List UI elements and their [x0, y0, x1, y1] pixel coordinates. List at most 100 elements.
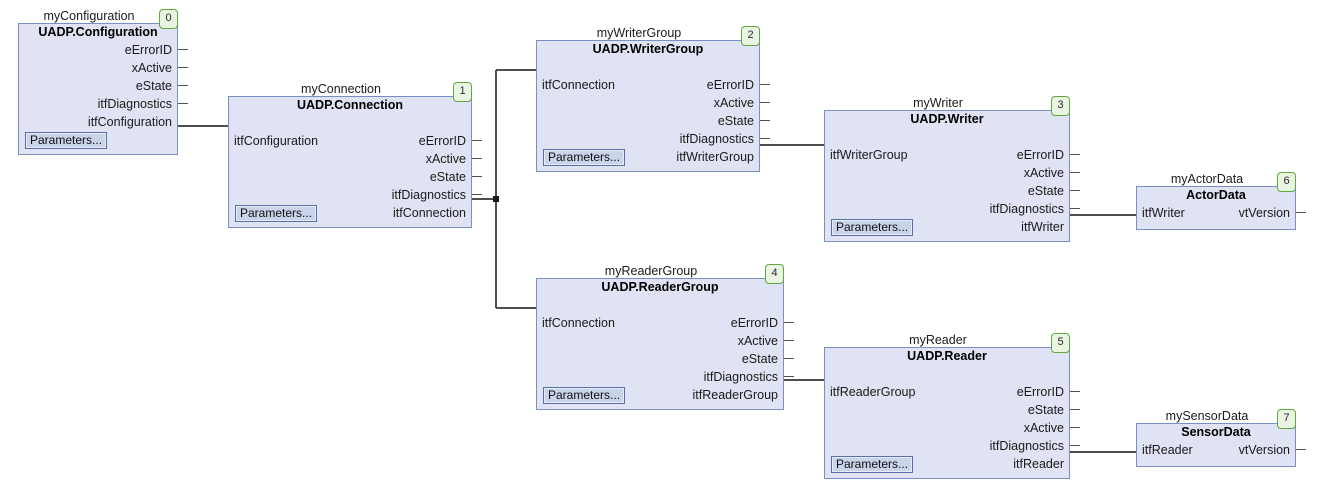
block-instance-name: mySensorData [1165, 409, 1249, 423]
pin-out-eState[interactable]: eState [429, 170, 466, 184]
pin-out-vtVersion[interactable]: vtVersion [1238, 206, 1290, 220]
pin-stub [1070, 409, 1080, 410]
pin-out-eState[interactable]: eState [1027, 403, 1064, 417]
block-body[interactable]: UADP.Connection itfConfiguration eErrorI… [228, 96, 472, 228]
pin-in-itfConnection[interactable]: itfConnection [542, 316, 615, 330]
pin-stub [1070, 445, 1080, 446]
block-body[interactable]: SensorData itfReader vtVersion [1136, 423, 1296, 467]
pin-stub [760, 138, 770, 139]
pin-out-eState[interactable]: eState [717, 114, 754, 128]
parameters-button[interactable]: Parameters... [543, 149, 626, 166]
function-block-actordata[interactable]: myActorData 6 ActorData itfWriter vtVers… [1136, 172, 1306, 230]
block-instance-name: myActorData [1170, 172, 1244, 186]
block-number-badge: 2 [741, 26, 760, 46]
pin-stub [784, 358, 794, 359]
pin-out-eErrorID[interactable]: eErrorID [1016, 148, 1064, 162]
pin-stub [178, 103, 188, 104]
pin-out-eState[interactable]: eState [135, 79, 172, 93]
function-block-sensordata[interactable]: mySensorData 7 SensorData itfReader vtVe… [1136, 409, 1306, 467]
pin-stub [1070, 391, 1080, 392]
pin-stub [178, 85, 188, 86]
pin-in-itfReader[interactable]: itfReader [1142, 443, 1193, 457]
block-type-name: UADP.WriterGroup [592, 42, 704, 56]
pin-stub [784, 322, 794, 323]
block-instance-name: myReaderGroup [604, 264, 698, 278]
block-type-name: UADP.Writer [910, 112, 984, 126]
pin-stub [1070, 427, 1080, 428]
pin-out-xActive[interactable]: xActive [1023, 166, 1064, 180]
parameters-button[interactable]: Parameters... [831, 456, 914, 473]
pin-stub [760, 120, 770, 121]
pin-stub [760, 102, 770, 103]
block-body[interactable]: UADP.WriterGroup itfConnection eErrorID … [536, 40, 760, 172]
pin-stub [472, 140, 482, 141]
block-number-badge: 7 [1277, 409, 1296, 429]
pin-stub [1070, 190, 1080, 191]
wire-junction-dot [493, 196, 499, 202]
block-type-name: UADP.Connection [296, 98, 404, 112]
block-type-name: UADP.ReaderGroup [601, 280, 719, 294]
pin-out-eState[interactable]: eState [741, 352, 778, 366]
block-body[interactable]: UADP.ReaderGroup itfConnection eErrorID … [536, 278, 784, 410]
block-instance-name: myReader [909, 333, 967, 347]
pin-stub [178, 49, 188, 50]
block-number-badge: 6 [1277, 172, 1296, 192]
function-block-readergroup[interactable]: myReaderGroup 4 UADP.ReaderGroup itfConn… [536, 264, 794, 410]
pin-out-itfDiagnostics[interactable]: itfDiagnostics [703, 370, 778, 384]
pin-out-itfWriter[interactable]: itfWriter [1021, 220, 1064, 234]
pin-in-itfWriterGroup[interactable]: itfWriterGroup [830, 148, 908, 162]
pin-out-itfReader[interactable]: itfReader [1013, 457, 1064, 471]
pin-out-xActive[interactable]: xActive [1023, 421, 1064, 435]
pin-out-itfDiagnostics[interactable]: itfDiagnostics [391, 188, 466, 202]
pin-out-itfConfiguration[interactable]: itfConfiguration [87, 115, 172, 129]
pin-out-eErrorID[interactable]: eErrorID [124, 43, 172, 57]
pin-out-xActive[interactable]: xActive [713, 96, 754, 110]
block-body[interactable]: UADP.Reader itfReaderGroup eErrorID eSta… [824, 347, 1070, 479]
block-number-badge: 5 [1051, 333, 1070, 353]
pin-out-eErrorID[interactable]: eErrorID [418, 134, 466, 148]
block-body[interactable]: ActorData itfWriter vtVersion [1136, 186, 1296, 230]
pin-out-itfDiagnostics[interactable]: itfDiagnostics [679, 132, 754, 146]
block-type-name: UADP.Configuration [38, 25, 158, 39]
parameters-button[interactable]: Parameters... [235, 205, 318, 222]
pin-stub [1296, 212, 1306, 213]
parameters-button[interactable]: Parameters... [831, 219, 914, 236]
pin-out-xActive[interactable]: xActive [131, 61, 172, 75]
block-body[interactable]: UADP.Configuration eErrorID xActive eSta… [18, 23, 178, 155]
pin-in-itfWriter[interactable]: itfWriter [1142, 206, 1185, 220]
pin-stub [472, 176, 482, 177]
pin-out-xActive[interactable]: xActive [737, 334, 778, 348]
pin-out-itfDiagnostics[interactable]: itfDiagnostics [989, 202, 1064, 216]
pin-out-itfDiagnostics[interactable]: itfDiagnostics [989, 439, 1064, 453]
pin-out-vtVersion[interactable]: vtVersion [1238, 443, 1290, 457]
pin-in-itfConnection[interactable]: itfConnection [542, 78, 615, 92]
pin-out-itfDiagnostics[interactable]: itfDiagnostics [97, 97, 172, 111]
function-block-reader[interactable]: myReader 5 UADP.Reader itfReaderGroup eE… [824, 333, 1080, 479]
pin-out-eErrorID[interactable]: eErrorID [1016, 385, 1064, 399]
pin-out-itfReaderGroup[interactable]: itfReaderGroup [692, 388, 778, 402]
block-instance-name: myWriter [913, 96, 963, 110]
block-instance-name: myConfiguration [43, 9, 135, 23]
block-body[interactable]: UADP.Writer itfWriterGroup eErrorID xAct… [824, 110, 1070, 242]
pin-in-itfReaderGroup[interactable]: itfReaderGroup [830, 385, 916, 399]
function-block-connection[interactable]: myConnection 1 UADP.Connection itfConfig… [228, 82, 482, 228]
parameters-button[interactable]: Parameters... [25, 132, 108, 149]
pin-stub [784, 376, 794, 377]
pin-out-itfConnection[interactable]: itfConnection [393, 206, 466, 220]
function-block-writer[interactable]: myWriter 3 UADP.Writer itfWriterGroup eE… [824, 96, 1080, 242]
pin-out-eErrorID[interactable]: eErrorID [706, 78, 754, 92]
pin-out-eErrorID[interactable]: eErrorID [730, 316, 778, 330]
pin-out-eState[interactable]: eState [1027, 184, 1064, 198]
pin-out-itfWriterGroup[interactable]: itfWriterGroup [676, 150, 754, 164]
function-block-configuration[interactable]: myConfiguration 0 UADP.Configuration eEr… [18, 9, 188, 155]
block-type-name: SensorData [1181, 425, 1251, 439]
block-number-badge: 1 [453, 82, 472, 102]
parameters-button[interactable]: Parameters... [543, 387, 626, 404]
function-block-writergroup[interactable]: myWriterGroup 2 UADP.WriterGroup itfConn… [536, 26, 770, 172]
block-instance-name: myWriterGroup [596, 26, 682, 40]
pin-stub [784, 340, 794, 341]
pin-out-xActive[interactable]: xActive [425, 152, 466, 166]
pin-in-itfConfiguration[interactable]: itfConfiguration [234, 134, 319, 148]
